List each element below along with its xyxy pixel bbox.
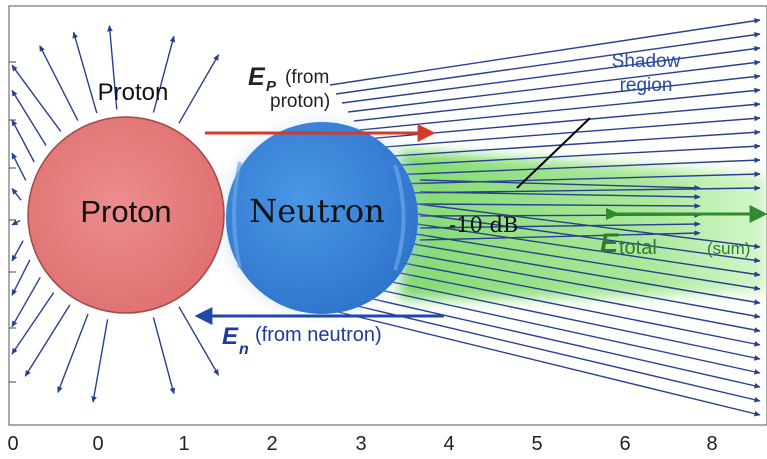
field-line	[419, 191, 701, 200]
field-line	[359, 264, 761, 347]
ep-subscript: P	[266, 78, 277, 95]
field-line	[152, 35, 176, 113]
field-line	[383, 143, 761, 167]
field-line	[107, 25, 118, 110]
field-line	[347, 282, 761, 375]
field-line	[152, 317, 176, 395]
field-line	[329, 309, 761, 417]
db-label: -10 dB	[449, 213, 518, 237]
field-lines	[11, 18, 761, 417]
x-tick-label: 4	[443, 433, 454, 455]
ep-symbol: E	[248, 63, 266, 91]
field-line	[11, 219, 21, 226]
field-line	[419, 203, 701, 209]
field-line	[11, 89, 47, 146]
proton-top-label: Proton	[98, 79, 169, 106]
field-line	[359, 87, 761, 131]
field-line	[11, 240, 24, 262]
shadow-label-line2: region	[620, 75, 673, 96]
x-tick-label: 1	[178, 433, 189, 455]
neutron-swirl-right	[393, 164, 406, 271]
field-line	[347, 59, 761, 113]
field-line	[329, 18, 761, 86]
field-line	[335, 300, 761, 403]
etotal-symbol: E	[600, 228, 619, 258]
etotal-sub: total	[619, 237, 657, 259]
x-axis-ticks: 0 0 1 2 3 4 5 6 8	[7, 433, 717, 455]
shadow-label-line1: Shadow	[612, 51, 681, 72]
en-desc: (from neutron)	[255, 324, 382, 346]
field-line	[57, 313, 89, 394]
x-tick-label: 0	[92, 433, 103, 455]
field-line	[11, 64, 62, 132]
field-line	[377, 129, 761, 158]
en-symbol: E	[222, 323, 239, 350]
field-line	[371, 246, 761, 319]
field-line	[419, 230, 701, 241]
field-line	[11, 188, 22, 201]
x-tick-label: 6	[619, 433, 630, 455]
field-line	[371, 115, 761, 149]
neutron-circle-label: Neutron	[249, 192, 385, 230]
field-line	[377, 237, 761, 305]
field-line	[335, 32, 761, 95]
field-line	[353, 273, 761, 361]
x-tick-label: 8	[706, 433, 717, 455]
neutron-circle	[226, 122, 418, 314]
field-line	[72, 31, 98, 114]
field-line	[11, 292, 55, 355]
field-line	[353, 73, 761, 122]
field-line	[341, 291, 761, 389]
x-tick-label: 2	[266, 433, 277, 455]
field-line	[24, 304, 71, 377]
en-subscript: n	[239, 341, 249, 358]
shadow-pointer-line	[516, 117, 591, 189]
field-line	[11, 152, 27, 181]
field-line	[11, 119, 35, 163]
x-tick-label: 5	[531, 433, 542, 455]
y-axis-ticks	[9, 61, 16, 383]
field-line	[11, 276, 41, 328]
proton-circle	[27, 116, 225, 314]
x-tick-label: 0	[7, 433, 18, 455]
field-line	[341, 45, 761, 104]
field-line	[11, 259, 31, 296]
field-line	[419, 221, 701, 229]
field-line	[389, 219, 761, 277]
field-line	[419, 179, 701, 191]
field-line	[395, 171, 761, 185]
field-line	[178, 54, 220, 124]
etotal-arrow-tail	[606, 208, 620, 220]
field-line	[178, 306, 220, 376]
proton-circle-label: Proton	[80, 194, 171, 229]
field-line	[401, 201, 761, 250]
ep-desc-line1: (from	[285, 67, 329, 88]
field-line	[365, 255, 761, 333]
field-line	[39, 45, 79, 121]
neutron-swirl-left	[232, 161, 242, 269]
x-tick-label: 3	[355, 433, 366, 455]
ep-desc-line2: proton)	[270, 91, 330, 112]
field-line	[389, 157, 761, 176]
field-line	[91, 319, 109, 403]
etotal-desc: (sum)	[707, 239, 750, 258]
